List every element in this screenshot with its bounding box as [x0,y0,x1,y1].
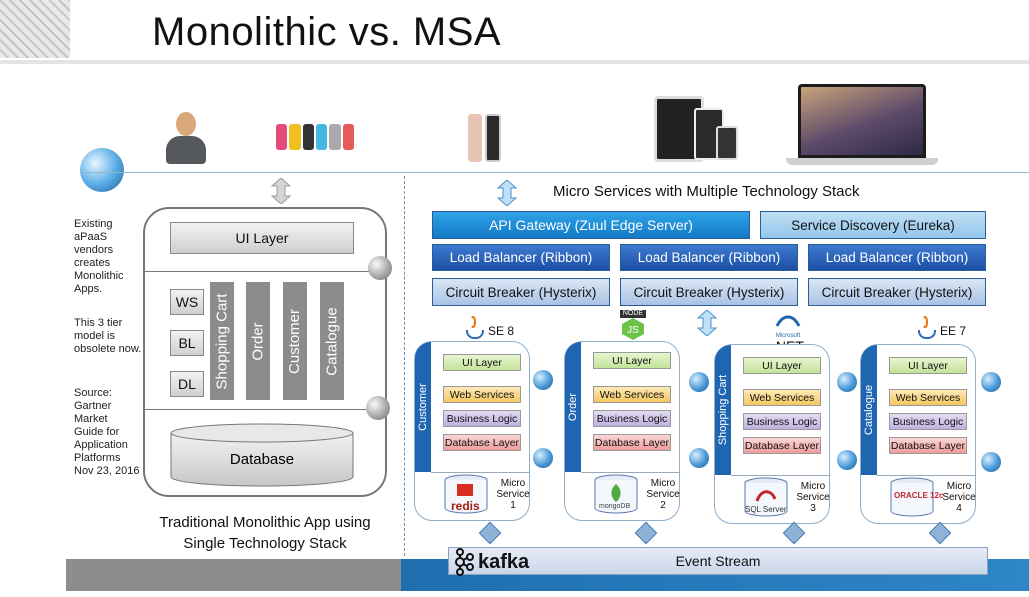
globe-icon [80,148,124,192]
micro-service-name: Micro Service 2 [646,478,680,511]
mongodb-icon: mongoDB [593,474,639,516]
micro-service-card: Customer UI Layer Web Services Business … [414,341,530,521]
micro-service-card: Order UI Layer Web Services Business Log… [564,341,680,521]
header-divider [0,60,1029,64]
ui-layer-box: UI Layer [170,222,354,254]
tier-ws: WS [170,289,204,315]
tablet-icon [654,96,738,162]
micro-service-name: Micro Service 3 [796,481,830,514]
business-logic-box: Business Logic [593,410,671,427]
ui-layer-box: UI Layer [743,357,821,374]
updown-arrow-icon [271,178,291,204]
globe-icon [368,256,392,280]
module-order: Order [246,282,270,400]
globe-icon [689,372,709,392]
event-stream-bar: Event Stream [448,547,988,575]
circuit-breaker-box: Circuit Breaker (Hysterix) [432,278,610,306]
micro-service-card: Shopping Cart UI Layer Web Services Busi… [714,344,830,524]
globe-icon [689,448,709,468]
module-catalogue: Catalogue [320,282,344,400]
side-note-existing: Existing aPaaS vendors creates Monolithi… [74,218,124,295]
micro-service-name: Micro Service 1 [496,478,530,511]
connector-diamond [634,521,658,545]
sqlserver-icon: SQL Server [743,477,789,519]
database-layer-box: Database Layer [743,437,821,454]
msa-title: Micro Services with Multiple Technology … [553,183,860,200]
database-layer-box: Database Layer [889,437,967,454]
side-note-obsolete: This 3 tier model is obsolete now. [74,317,142,355]
section-divider [404,176,405,556]
web-services-box: Web Services [593,386,671,403]
globe-icon [981,372,1001,392]
java-icon [466,316,484,342]
service-label: Order [567,392,579,422]
globe-icon [837,450,857,470]
globe-icon [981,452,1001,472]
connector-diamond [478,521,502,545]
header-logo-graphic [0,0,70,58]
source-note: Source: Gartner Market Guide for Applica… [74,387,140,477]
business-logic-box: Business Logic [889,413,967,430]
svg-text:JS: JS [627,325,639,336]
nodejs-icon: NODE JS [620,310,646,340]
laptop-icon [786,84,938,166]
load-balancer-box: Load Balancer (Ribbon) [620,244,798,271]
device-connector-line [80,172,1029,173]
load-balancer-box: Load Balancer (Ribbon) [808,244,986,271]
web-services-box: Web Services [443,386,521,403]
connector-diamond [928,521,952,545]
circuit-breaker-box: Circuit Breaker (Hysterix) [620,278,798,306]
java-icon [918,316,936,342]
circuit-breaker-box: Circuit Breaker (Hysterix) [808,278,986,306]
tech-label-java-se8: SE 8 [488,324,515,338]
service-label: Shopping Cart [717,374,730,446]
monolith-footer-band [66,559,408,591]
database-layer-box: Database Layer [443,434,521,451]
updown-arrow-icon [497,180,517,206]
database-layer-box: Database Layer [593,434,671,451]
ui-layer-box: UI Layer [443,354,521,371]
database-label: Database [229,451,295,468]
smartphone-icon [468,114,506,164]
database-cylinder [170,423,354,487]
slide-title: Monolithic vs. MSA [152,10,502,54]
ui-layer-box: UI Layer [889,357,967,374]
kafka-logo: kafka [452,548,529,576]
module-customer: Customer [283,282,307,400]
redis-icon: redis [443,474,489,516]
web-services-box: Web Services [889,389,967,406]
globe-icon [366,396,390,420]
service-label: Customer [417,383,429,431]
connector-diamond [782,521,806,545]
service-label: Catalogue [863,384,875,436]
service-discovery-box: Service Discovery (Eureka) [760,211,986,239]
load-balancer-box: Load Balancer (Ribbon) [432,244,610,271]
web-services-box: Web Services [743,389,821,406]
micro-service-name: Micro Service 4 [942,481,976,514]
globe-icon [837,372,857,392]
module-shopping-cart: Shopping Cart [210,282,234,400]
business-logic-box: Business Logic [743,413,821,430]
globe-icon [533,370,553,390]
smartwatch-icon [276,124,354,152]
monolith-caption: Traditional Monolithic App using Single … [159,514,371,552]
business-logic-box: Business Logic [443,410,521,427]
oracle-icon: ORACLE 12c [889,477,943,519]
tier-bl: BL [170,330,204,356]
tech-label-java-ee7: EE 7 [940,324,967,338]
user-icon [166,112,206,164]
api-gateway-box: API Gateway (Zuul Edge Server) [432,211,750,239]
ui-layer-box: UI Layer [593,352,671,369]
tier-dl: DL [170,371,204,397]
updown-arrow-icon [697,310,717,336]
kafka-icon [455,548,474,576]
globe-icon [533,448,553,468]
micro-service-card: Catalogue UI Layer Web Services Business… [860,344,976,524]
